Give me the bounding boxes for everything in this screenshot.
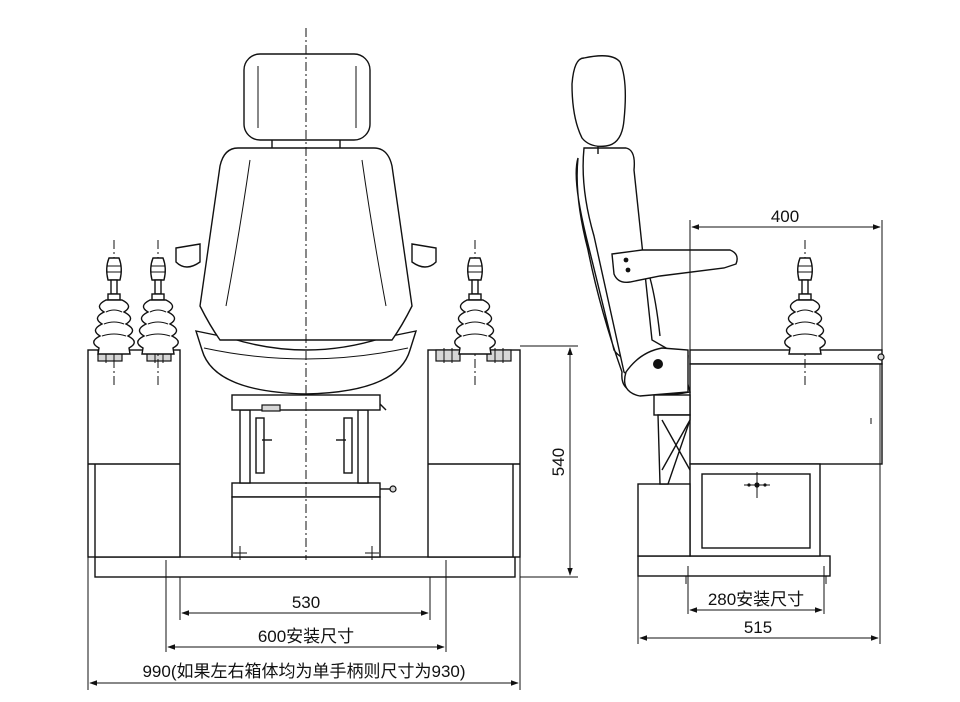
dim-text-400: 400 — [771, 207, 799, 226]
side-headrest — [571, 55, 627, 148]
right-console-box — [427, 347, 521, 558]
dim-text-280: 280安装尺寸 — [708, 590, 804, 609]
front-headrest — [243, 53, 371, 148]
dimension-400: 400 — [689, 207, 883, 350]
left-armrest — [175, 243, 201, 268]
mount-crosshair-icon — [744, 472, 770, 498]
left-console-box — [87, 347, 181, 558]
front-seat-cushion — [194, 330, 418, 395]
dimension-530: 530 — [179, 577, 431, 620]
dim-text-600: 600安装尺寸 — [258, 627, 354, 646]
front-view — [87, 28, 521, 578]
dimension-600-mount: 600安装尺寸 — [165, 560, 447, 652]
recline-pivot-icon — [653, 359, 663, 369]
side-view — [571, 55, 885, 584]
dim-text-530: 530 — [292, 593, 320, 612]
dim-text-990: 990(如果左右箱体均为单手柄则尺寸为930) — [142, 662, 465, 681]
side-seat-mechanism — [637, 394, 691, 557]
dim-text-540: 540 — [549, 448, 568, 476]
dimension-990-overall: 990(如果左右箱体均为单手柄则尺寸为930) — [87, 557, 521, 690]
front-seat-suspension — [231, 394, 397, 560]
right-armrest — [411, 243, 437, 268]
dim-text-515: 515 — [744, 618, 772, 637]
side-armrest — [611, 249, 738, 284]
side-console-box — [689, 349, 885, 557]
dimension-540: 540 — [520, 345, 578, 578]
dimension-280-mount: 280安装尺寸 — [687, 566, 825, 614]
front-base-plate — [94, 556, 516, 578]
dimension-515: 515 — [637, 364, 881, 644]
side-base-plate — [637, 555, 831, 577]
